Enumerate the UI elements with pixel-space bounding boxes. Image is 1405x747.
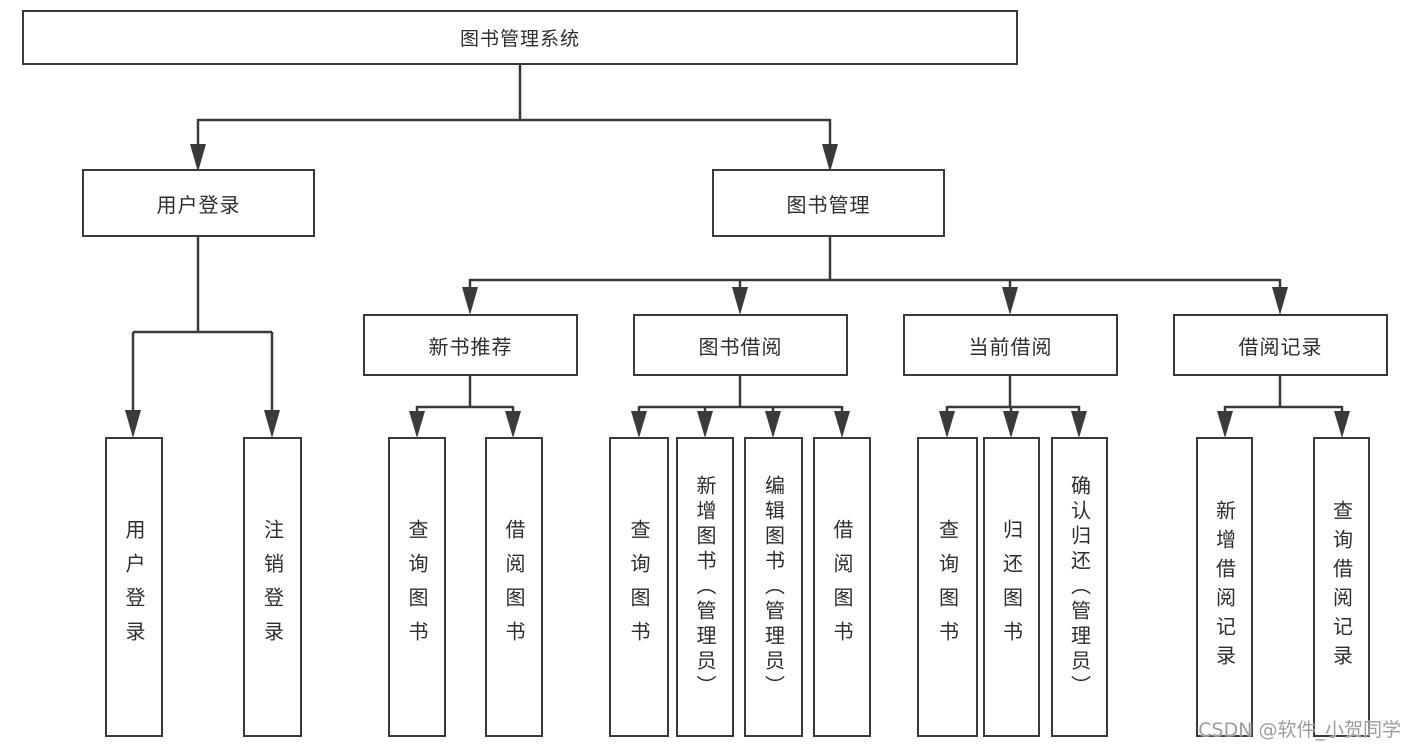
leaf-user-login: 用户登录	[105, 437, 163, 737]
leaf-add-book-admin: 新增图书（管理员）	[676, 437, 734, 737]
node-label: 借阅图书	[502, 519, 526, 655]
leaf-logout: 注销登录	[243, 437, 302, 737]
leaf-query-books-current: 查询图书	[917, 437, 978, 737]
node-user-login: 用户登录	[82, 169, 315, 237]
leaf-query-borrow-record: 查询借阅记录	[1313, 437, 1370, 737]
node-book-borrowing: 图书借阅	[633, 314, 848, 376]
node-label: 当前借阅	[968, 334, 1053, 359]
node-label: 注销登录	[260, 519, 285, 655]
node-label: 新增图书（管理员）	[693, 474, 717, 700]
leaf-query-books-recommend: 查询图书	[388, 437, 446, 737]
node-label: 查询图书	[627, 519, 651, 655]
node-library-system: 图书管理系统	[22, 10, 1018, 65]
node-label: 图书管理系统	[459, 28, 580, 50]
node-label: 新书推荐	[428, 334, 513, 359]
node-label: 编辑图书（管理员）	[761, 474, 786, 700]
node-label: 借阅记录	[1238, 334, 1323, 359]
node-label: 图书管理	[786, 192, 871, 217]
node-label: 用户登录	[156, 192, 241, 217]
node-label: 归还图书	[999, 519, 1024, 655]
node-label: 查询图书	[405, 519, 429, 655]
leaf-query-books-borrowing: 查询图书	[609, 437, 669, 737]
leaf-return-books: 归还图书	[983, 437, 1040, 737]
node-label: 图书借阅	[698, 334, 783, 359]
leaf-borrow-books-borrowing: 借阅图书	[813, 437, 871, 737]
node-label: 确认归还（管理员）	[1067, 474, 1092, 700]
node-borrow-records: 借阅记录	[1173, 314, 1388, 376]
leaf-edit-book-admin: 编辑图书（管理员）	[744, 437, 803, 737]
connector-paths	[131, 64, 1344, 412]
node-label: 查询图书	[935, 519, 960, 655]
node-book-management: 图书管理	[712, 169, 945, 237]
arrowheads	[125, 144, 1350, 438]
csdn-watermark: CSDN @软件_小贺同学	[1198, 719, 1401, 741]
node-label: 用户登录	[122, 519, 146, 655]
leaf-add-borrow-record: 新增借阅记录	[1196, 437, 1253, 737]
leaf-borrow-books-recommend: 借阅图书	[485, 437, 543, 737]
node-label: 新增借阅记录	[1212, 500, 1237, 674]
node-current-borrowing: 当前借阅	[903, 314, 1118, 376]
node-label: 借阅图书	[830, 519, 854, 655]
node-new-book-recommend: 新书推荐	[363, 314, 578, 376]
leaf-confirm-return-admin: 确认归还（管理员）	[1051, 437, 1108, 737]
node-label: 查询借阅记录	[1329, 500, 1354, 674]
